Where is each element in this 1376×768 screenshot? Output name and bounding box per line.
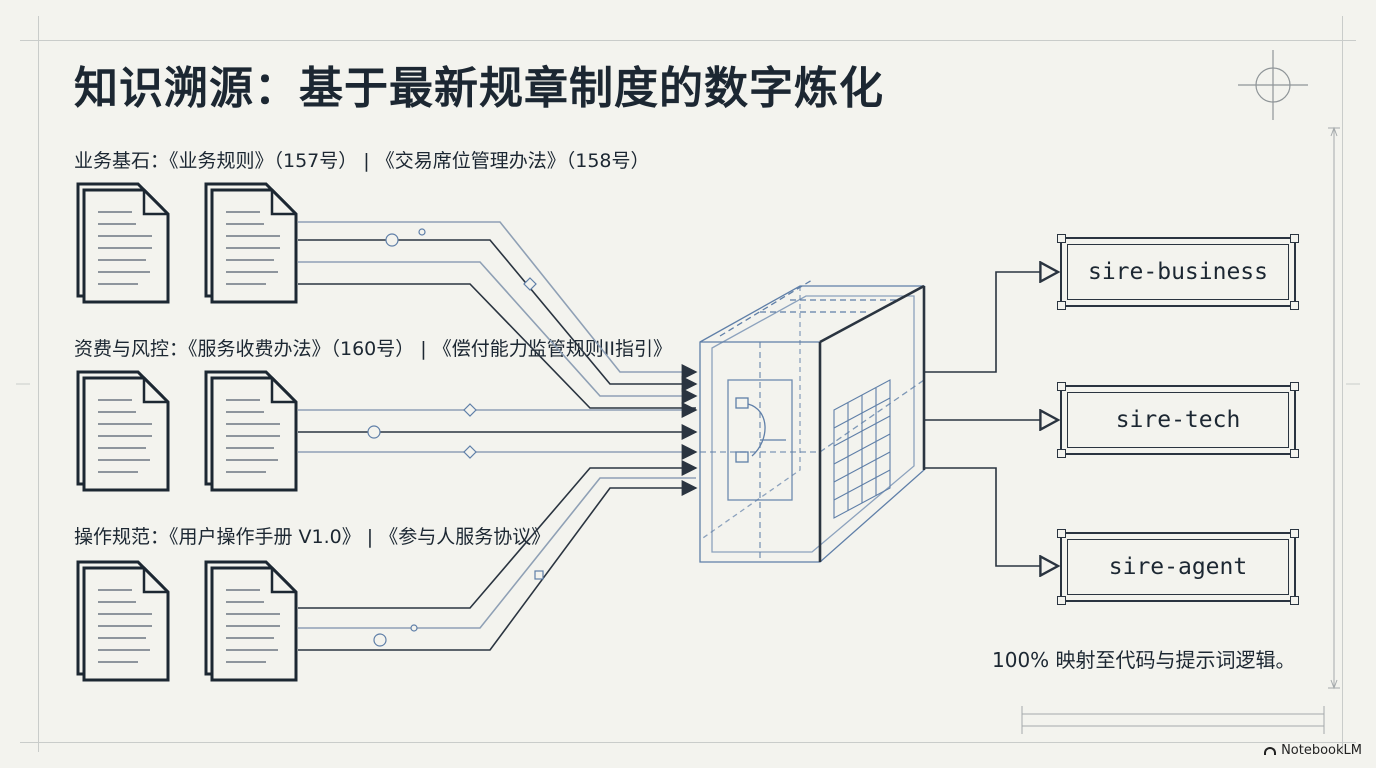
horizontal-dimension-line (1021, 706, 1325, 734)
wire-g1-3 (298, 261, 698, 404)
frame-top-line (20, 40, 1356, 41)
wire-out-business (924, 272, 1058, 373)
footnote: 100% 映射至代码与提示词逻辑。 (992, 648, 1296, 672)
page-title: 知识溯源：基于最新规章制度的数字炼化 (74, 63, 884, 114)
brand-label: NotebookLM (1281, 743, 1362, 758)
target-label: sire-business (1087, 259, 1268, 285)
wire-g1-1 (298, 221, 698, 380)
target-box-sire-tech: sire-tech (1057, 382, 1299, 458)
target-label: sire-agent (1108, 554, 1248, 580)
wire-g3-1 (298, 460, 698, 609)
group-label-operations: 操作规范：《用户操作手册 V1.0》 | 《参与人服务协议》 (74, 526, 551, 548)
document-icon (204, 560, 298, 682)
document-icon (204, 370, 298, 492)
target-label: sire-tech (1115, 407, 1241, 433)
group-label-business: 业务基石：《业务规则》（157号） | 《交易席位管理办法》（158号） (74, 150, 650, 172)
document-icon (76, 560, 170, 682)
document-icon (204, 182, 298, 304)
cube-grid (833, 379, 891, 519)
wire-out-agent (924, 467, 1058, 566)
target-box-sire-business: sire-business (1057, 234, 1299, 310)
brand-watermark: NotebookLM (1264, 743, 1362, 758)
frame-bottom-line (20, 742, 1356, 743)
frame-right-line (1342, 16, 1343, 752)
wire-g1-4 (298, 283, 696, 409)
wire-annotations (367, 228, 544, 647)
group-label-fees-risk: 资费与风控：《服务收费办法》（160号） | 《偿付能力监管规则II指引》 (74, 338, 672, 360)
frame-left-line (38, 16, 39, 752)
document-icon (76, 182, 170, 304)
crosshair-icon (1238, 50, 1308, 120)
document-icon (76, 370, 170, 492)
vertical-dimension-line (1328, 126, 1340, 690)
cube-edges (818, 284, 926, 562)
target-box-sire-agent: sire-agent (1057, 529, 1299, 605)
wire-g3-2 (298, 477, 696, 629)
notebooklm-logo-icon (1264, 746, 1277, 755)
wire-g3-3 (298, 480, 698, 651)
